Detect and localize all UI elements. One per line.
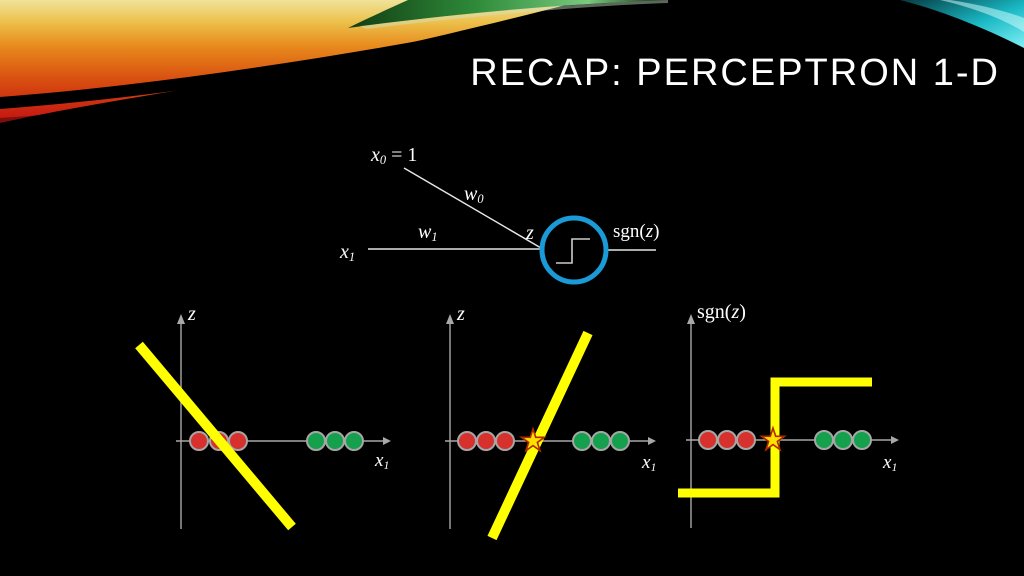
plot2-y-axis-label: z [457, 303, 465, 325]
red-point [189, 431, 209, 451]
plot2-y-arrow-icon [446, 314, 454, 324]
swoosh-dark-streak [0, 70, 380, 124]
step-function-icon [556, 238, 590, 264]
red-point [698, 430, 718, 450]
swoosh-cyan-body [900, 0, 1024, 48]
green-point [591, 431, 611, 451]
plot-z-negative-line [135, 314, 391, 531]
red-point [476, 431, 496, 451]
green-point [833, 430, 853, 450]
perceptron-diagram [368, 167, 656, 285]
red-point [457, 431, 477, 451]
green-point [325, 431, 345, 451]
w0-weight-label: w0 [464, 183, 484, 207]
z-preactivation-label: z [526, 222, 534, 244]
plot1-y-arrow-icon [177, 314, 185, 324]
decision-line [487, 330, 593, 541]
decorative-swoosh-right [900, 0, 1024, 48]
green-point [572, 431, 592, 451]
plot1-x-axis-label: x1 [375, 450, 390, 472]
sgn-output-label: sgn(z) [613, 221, 660, 242]
swoosh-cyan-highlight [940, 0, 1024, 32]
green-point [306, 431, 326, 451]
x0-bias-label: x0 = 1 [371, 144, 418, 168]
decision-line [135, 341, 296, 531]
swoosh-green-highlight [360, 0, 668, 29]
decorative-swoosh-left [0, 0, 668, 124]
plot2-x-axis-label: x1 [642, 452, 657, 474]
slide-title: RECAP: PERCEPTRON 1-D [470, 52, 1000, 94]
green-point [814, 430, 834, 450]
plot1-y-axis-label: z [188, 303, 196, 325]
threshold-star-icon [759, 425, 787, 452]
red-point [495, 431, 515, 451]
threshold-star-icon [519, 426, 547, 453]
green-point [344, 431, 364, 451]
plot3-y-axis-label: sgn(z) [697, 301, 746, 323]
plot1-x-arrow-icon [383, 437, 391, 445]
swoosh-green-tail [348, 0, 668, 28]
neuron-circle [539, 215, 609, 285]
swoosh-black-streak [0, 10, 585, 109]
x1-input-label: x1 [340, 241, 356, 265]
bias-input-wire [403, 167, 542, 249]
plot2-x-arrow-icon [648, 437, 656, 445]
red-point [736, 430, 756, 450]
w1-weight-label: w1 [418, 221, 438, 245]
plot-sgn-step [678, 314, 899, 528]
green-point [852, 430, 872, 450]
plot3-y-arrow-icon [687, 314, 695, 324]
plot3-x-arrow-icon [891, 436, 899, 444]
red-point [228, 431, 248, 451]
green-point [610, 431, 630, 451]
plot3-x-axis-label: x1 [883, 452, 898, 474]
plot-z-positive-line [445, 314, 656, 541]
red-point [717, 430, 737, 450]
